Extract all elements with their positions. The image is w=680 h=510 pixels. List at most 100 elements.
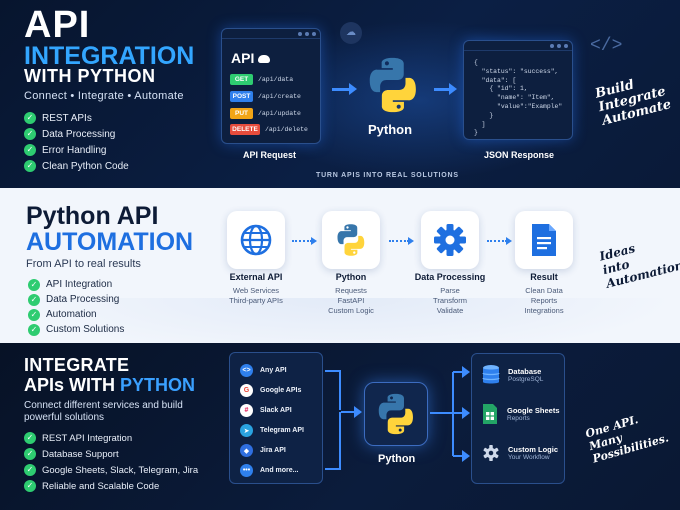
arrow-icon bbox=[453, 366, 470, 378]
json-code: { "status": "success", "data": [ { "id":… bbox=[474, 59, 563, 137]
check-icon: ✓ bbox=[24, 432, 36, 444]
title-apis-with-python: APIs WITH PYTHON bbox=[24, 375, 196, 395]
arrow-icon bbox=[453, 407, 470, 419]
arrow-icon bbox=[332, 83, 357, 95]
source-item: •••And more... bbox=[240, 464, 299, 477]
database-icon bbox=[482, 365, 500, 384]
external-api-card bbox=[227, 211, 285, 269]
step-title: Data Processing bbox=[414, 272, 486, 282]
dotted-arrow-icon bbox=[487, 237, 512, 245]
check-icon: ✓ bbox=[28, 293, 40, 306]
cloud-icon bbox=[258, 55, 270, 63]
title-integrate: INTEGRATE bbox=[24, 355, 130, 375]
python-hub bbox=[364, 382, 428, 446]
feature-item: ✓REST APIs bbox=[24, 110, 129, 126]
python-logo-icon bbox=[378, 393, 413, 435]
python-card bbox=[322, 211, 380, 269]
arrow-icon bbox=[453, 450, 470, 462]
api-window-title: API bbox=[231, 50, 255, 66]
feature-item: ✓Reliable and Scalable Code bbox=[24, 478, 198, 494]
feature-item: ✓Error Handling bbox=[24, 142, 129, 158]
endpoint-path: /api/create bbox=[258, 93, 301, 100]
source-item: ◆Jira API bbox=[240, 444, 286, 457]
hero-panel: API INTEGRATION WITH PYTHON Connect • In… bbox=[0, 0, 680, 188]
gear-icon bbox=[483, 445, 499, 461]
cloud-icon: ☁ bbox=[340, 22, 362, 44]
title-integration: INTEGRATION bbox=[24, 42, 195, 70]
jira-icon: ◆ bbox=[240, 444, 253, 457]
method-badge: PUT bbox=[230, 108, 253, 119]
dotted-arrow-icon bbox=[389, 237, 414, 245]
check-icon: ✓ bbox=[24, 144, 36, 156]
arrow-icon bbox=[341, 406, 362, 418]
step-title: Result bbox=[530, 272, 558, 282]
endpoint-path: /api/delete bbox=[265, 126, 308, 133]
sheets-icon bbox=[483, 404, 497, 424]
connector-line bbox=[325, 370, 341, 410]
check-icon: ✓ bbox=[24, 128, 36, 140]
description: Connect different services and build pow… bbox=[24, 400, 183, 423]
google-icon: G bbox=[240, 384, 253, 397]
feature-item: ✓Database Support bbox=[24, 446, 198, 462]
method-badge: DELETE bbox=[230, 124, 260, 135]
feature-list: ✓REST API Integration ✓Database Support … bbox=[24, 430, 198, 494]
feature-list: ✓API Integration ✓Data Processing ✓Autom… bbox=[28, 277, 124, 337]
method-row: POST /api/create bbox=[230, 91, 301, 102]
check-icon: ✓ bbox=[28, 323, 40, 336]
result-card bbox=[515, 211, 573, 269]
python-label: Python bbox=[378, 453, 416, 465]
connector-line bbox=[430, 412, 452, 414]
json-response-window: { "status": "success", "data": [ { "id":… bbox=[463, 40, 573, 140]
feature-item: ✓REST API Integration bbox=[24, 430, 198, 446]
document-icon bbox=[532, 224, 556, 256]
code-icon: <> bbox=[240, 364, 253, 377]
feature-item: ✓Google Sheets, Slack, Telegram, Jira bbox=[24, 462, 198, 478]
gear-icon bbox=[434, 224, 466, 256]
python-label: Python bbox=[368, 122, 413, 137]
step-title: External API bbox=[229, 272, 283, 282]
feature-item: ✓Custom Solutions bbox=[28, 322, 124, 337]
json-response-label: JSON Response bbox=[484, 150, 555, 160]
title-python-api: Python API bbox=[26, 202, 159, 230]
check-icon: ✓ bbox=[24, 480, 36, 492]
title-with-python: WITH PYTHON bbox=[24, 66, 156, 86]
subtitle: Connect • Integrate • Automate bbox=[24, 90, 184, 102]
integrate-panel: INTEGRATE APIs WITH PYTHON Connect diffe… bbox=[0, 343, 680, 510]
endpoint-path: /api/data bbox=[258, 76, 294, 83]
more-icon: ••• bbox=[240, 464, 253, 477]
method-row: DELETE /api/delete bbox=[230, 124, 308, 135]
feature-item: ✓API Integration bbox=[28, 277, 124, 292]
arrow-icon bbox=[434, 83, 457, 95]
check-icon: ✓ bbox=[24, 464, 36, 476]
automation-panel: Python API AUTOMATION From API to real r… bbox=[0, 188, 680, 343]
title-automation: AUTOMATION bbox=[26, 228, 194, 256]
globe-icon bbox=[240, 224, 272, 256]
step-title: Python bbox=[335, 272, 367, 282]
feature-item: ✓Data Processing bbox=[24, 126, 129, 142]
method-badge: GET bbox=[230, 74, 253, 85]
title-api: API bbox=[24, 4, 91, 46]
method-row: GET /api/data bbox=[230, 74, 293, 85]
connector-line bbox=[452, 372, 454, 456]
subtitle: From API to real results bbox=[26, 258, 141, 270]
code-brackets-icon: </> bbox=[590, 36, 623, 56]
feature-item: ✓Automation bbox=[28, 307, 124, 322]
tagline: TURN APIS INTO REAL SOLUTIONS bbox=[316, 172, 459, 179]
check-icon: ✓ bbox=[24, 112, 36, 124]
method-row: PUT /api/update bbox=[230, 108, 301, 119]
python-logo-icon bbox=[337, 224, 365, 256]
slack-icon: # bbox=[240, 404, 253, 417]
dotted-arrow-icon bbox=[292, 237, 317, 245]
connector-line bbox=[325, 412, 341, 470]
source-item: <>Any API bbox=[240, 364, 287, 377]
check-icon: ✓ bbox=[28, 278, 40, 291]
check-icon: ✓ bbox=[24, 448, 36, 460]
python-logo-icon bbox=[369, 57, 416, 113]
